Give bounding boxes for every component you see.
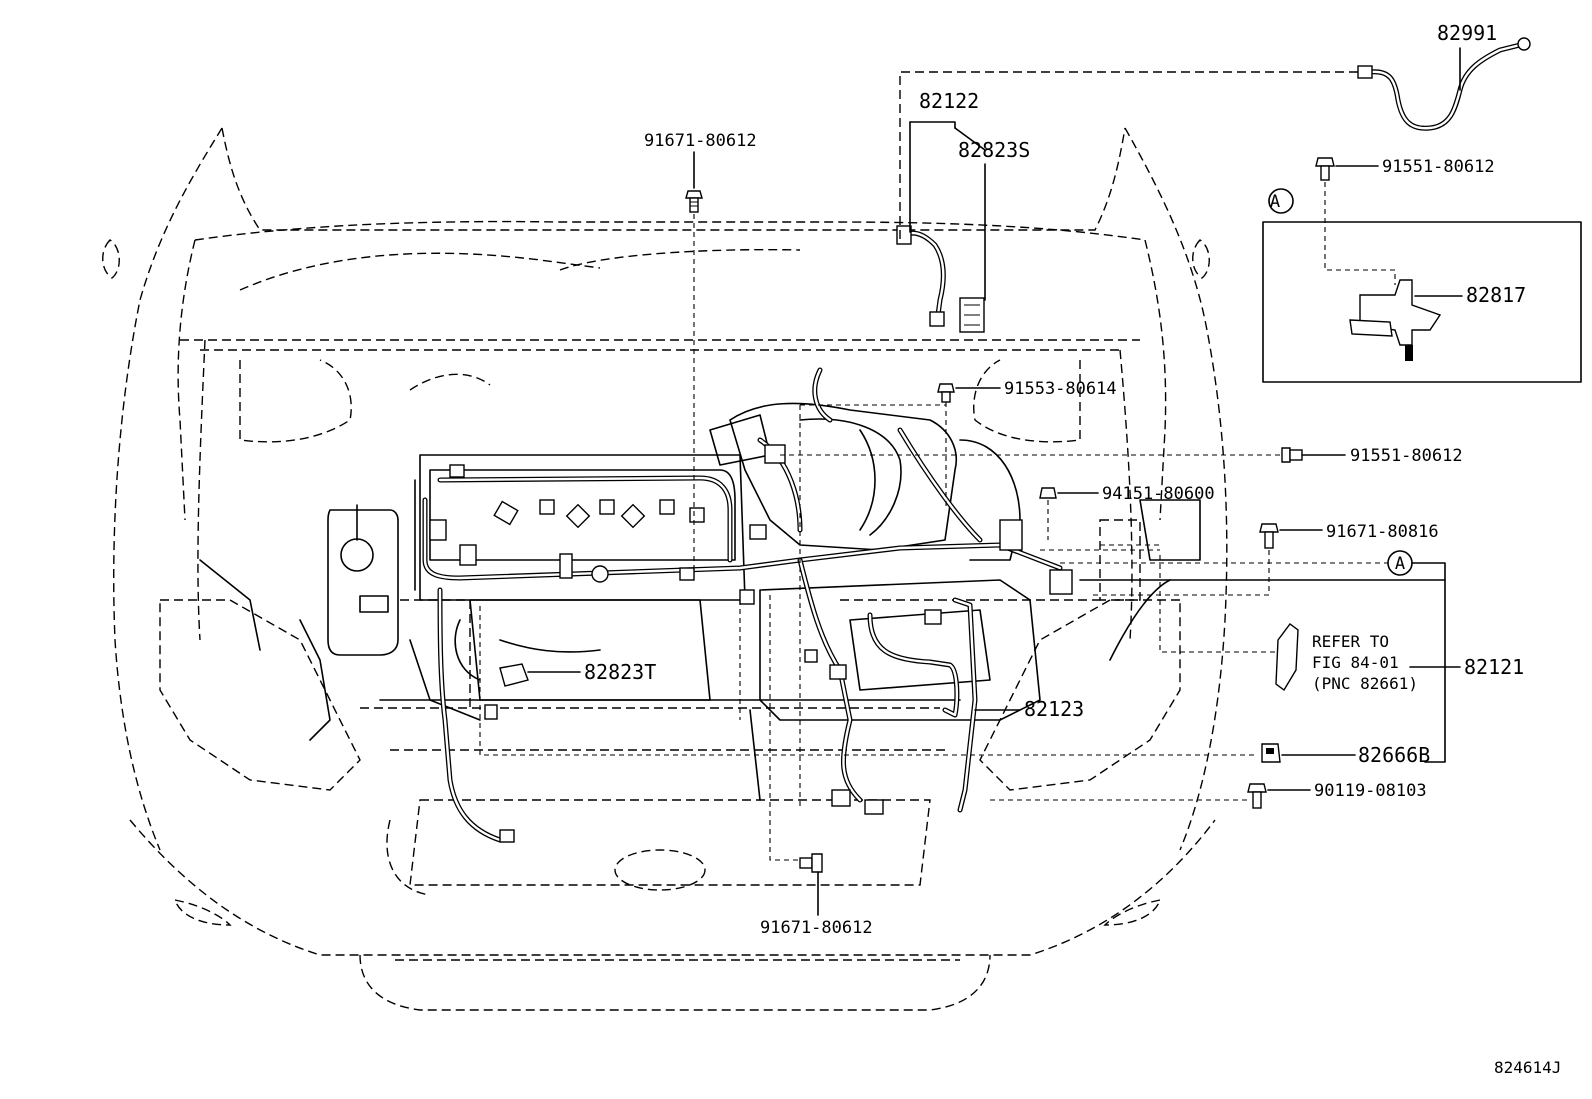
bolt-icon xyxy=(799,853,823,873)
bolt-icon xyxy=(937,383,955,403)
figure-id: 824614J xyxy=(1494,1058,1561,1077)
harness-82122 xyxy=(896,225,985,333)
bolt-icon xyxy=(1259,523,1279,549)
label-82817: 82817 xyxy=(1466,283,1526,307)
cable-82991 xyxy=(1357,37,1531,131)
label-91671-80816: 91671-80816 xyxy=(1326,522,1439,542)
refer-note-line3: (PNC 82661) xyxy=(1312,674,1418,693)
nut-icon xyxy=(1039,487,1057,499)
label-94151-80600: 94151-80600 xyxy=(1102,484,1215,504)
label-90119-08103: 90119-08103 xyxy=(1314,781,1427,801)
connector-icon xyxy=(499,663,529,687)
callout-a-main: A xyxy=(1395,554,1405,574)
part-labels: 82991 82122 82823S 91551-80612 A 82817 9… xyxy=(584,21,1561,1077)
engine-wire-harness xyxy=(422,367,1073,843)
label-82823t: 82823T xyxy=(584,660,656,684)
refer-note-line2: FIG 84-01 xyxy=(1312,653,1399,672)
label-82122: 82122 xyxy=(919,89,979,113)
bolt-icon xyxy=(685,190,703,213)
bolt-icon xyxy=(1247,783,1267,809)
clip-icon xyxy=(1261,743,1281,763)
label-82991: 82991 xyxy=(1437,21,1497,45)
label-82823s: 82823S xyxy=(958,138,1030,162)
label-91553-80614: 91553-80614 xyxy=(1004,379,1117,399)
bolt-icon xyxy=(1315,157,1335,181)
harness-82123 xyxy=(867,597,978,813)
bolt-icon xyxy=(1281,447,1303,463)
label-82121: 82121 xyxy=(1464,655,1524,679)
label-91551-80612-mid: 91551-80612 xyxy=(1350,446,1463,466)
label-91671-80612-bottom: 91671-80612 xyxy=(760,918,873,938)
vehicle-body-outline xyxy=(102,127,1228,1011)
label-91671-80612-top: 91671-80612 xyxy=(644,131,757,151)
label-82666b: 82666B xyxy=(1358,743,1430,767)
bracket-icon xyxy=(1275,623,1299,692)
refer-note-line1: REFER TO xyxy=(1312,632,1389,651)
leader-lines xyxy=(479,47,1463,916)
engine-assembly xyxy=(199,402,1201,801)
label-91551-80612-top: 91551-80612 xyxy=(1382,157,1495,177)
fasteners xyxy=(499,157,1335,873)
callout-a-box: A xyxy=(1270,192,1280,212)
label-82123: 82123 xyxy=(1024,697,1084,721)
inset-box-a xyxy=(1262,182,1582,383)
